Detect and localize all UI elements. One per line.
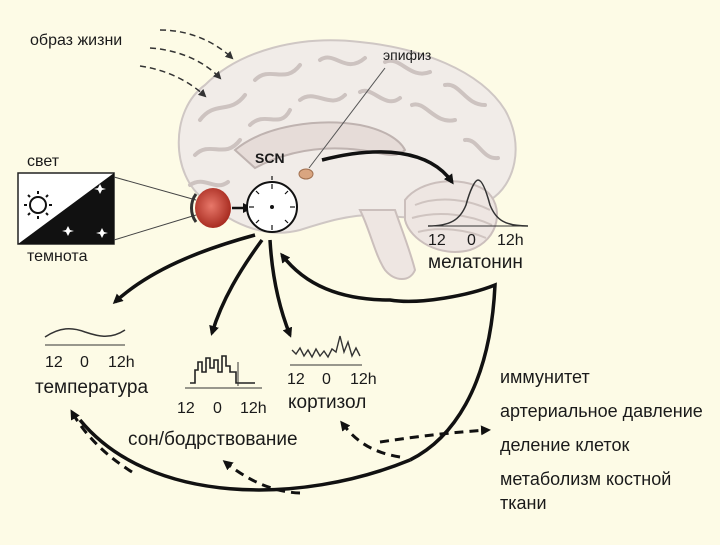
effect-immunity: иммунитет [500,367,590,387]
lifestyle-arrows [139,29,234,98]
output-arrows [78,150,497,492]
clock-icon [246,176,298,233]
star-icon [62,184,108,238]
cortisol-label: кортизол [288,392,367,413]
effect-cell-division: деление клеток [500,435,630,455]
sun-icon [24,191,52,219]
sleep-tick-12h: 12h [240,400,267,417]
eye-icon [190,188,231,228]
scn-label: SCN [255,150,285,166]
melatonin-tick-12h: 12h [497,232,524,249]
temperature-label: температура [35,377,149,398]
temperature-tick-0: 0 [80,354,89,371]
melatonin-curve [427,179,529,227]
lifestyle-label: образ жизни [30,32,123,49]
epiphysis-pointer [308,67,386,169]
temperature-tick-12h: 12h [108,354,135,371]
melatonin-tick-12: 12 [428,232,446,249]
temperature-tick-12: 12 [45,354,63,371]
pineal-gland [298,168,314,180]
sleep-tick-0: 0 [213,400,222,417]
epiphysis-label: эпифиз [383,47,432,63]
light-dark-panel [17,172,115,245]
melatonin-label: мелатонин [428,252,523,273]
effect-bone-metabolism: метаболизм костной [500,469,672,489]
dark-label: темнота [27,248,88,265]
light-label: свет [27,153,60,170]
melatonin-tick-0: 0 [467,232,476,249]
cortisol-tick-0: 0 [322,371,331,388]
cortisol-chart [290,335,362,366]
effect-bone-tissue: ткани [500,493,547,513]
cortisol-tick-12: 12 [287,371,305,388]
sleep-wake-label: сон/бодрствование [128,429,298,450]
sleep-wake-chart [185,355,262,389]
cortisol-tick-12h: 12h [350,371,377,388]
feedback-arrows [70,409,491,495]
effect-blood-pressure: артериальное давление [500,401,703,421]
temperature-curve [44,327,126,346]
sleep-tick-12: 12 [177,400,195,417]
